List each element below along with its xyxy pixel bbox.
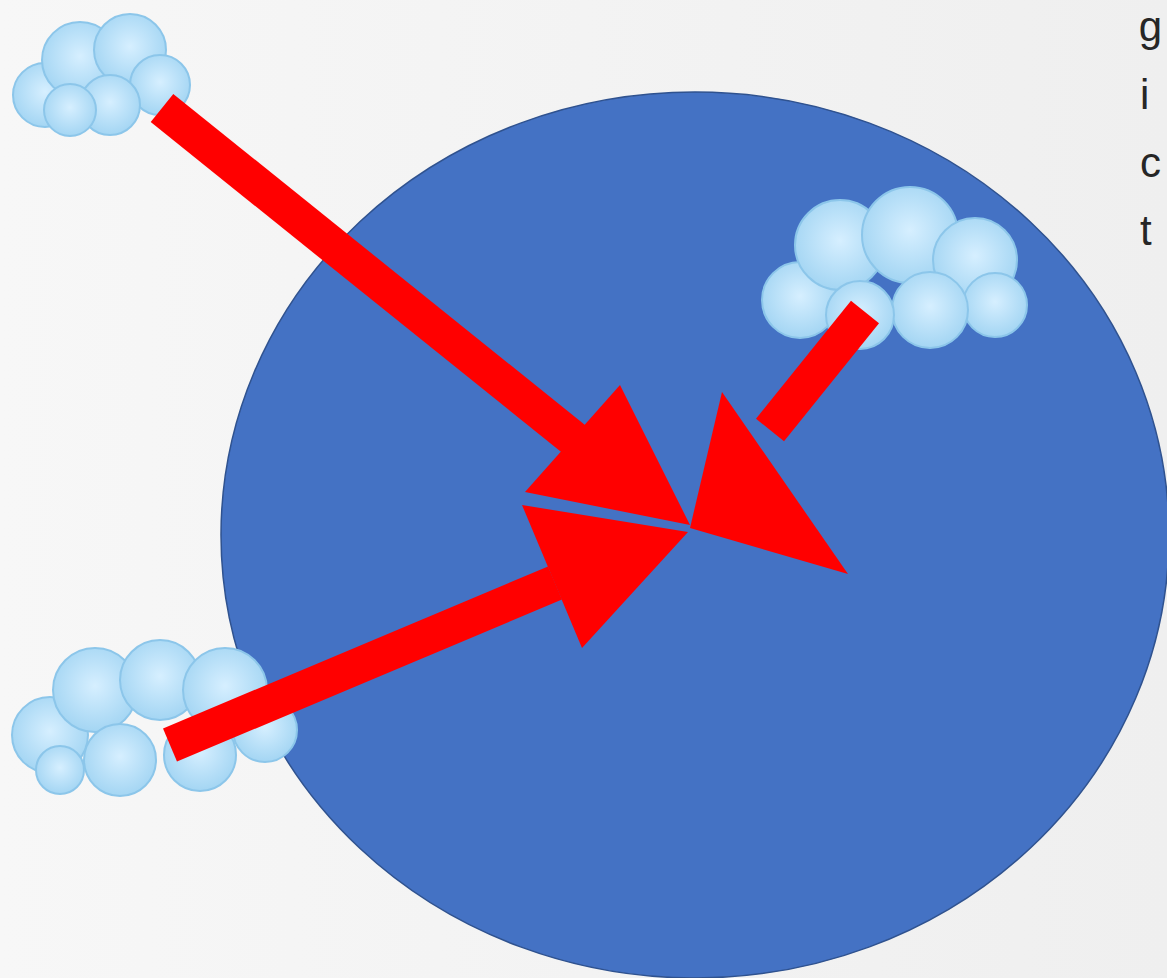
cloud — [762, 187, 1027, 349]
heading-fragment: i — [1140, 70, 1149, 120]
arrow — [162, 108, 690, 525]
heading-fragment: g — [1139, 2, 1162, 52]
arrow — [690, 312, 865, 574]
heading-fragment: t — [1140, 206, 1152, 256]
planet-circle — [221, 92, 1167, 978]
arrow — [170, 505, 688, 745]
heading-fragment: c — [1140, 138, 1161, 188]
